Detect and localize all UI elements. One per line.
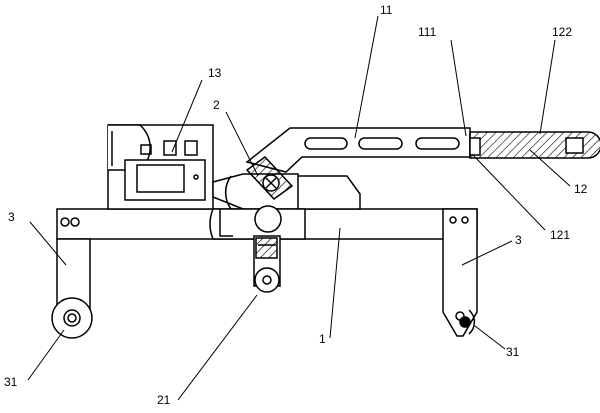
left-wheel (51, 297, 93, 339)
lower-drum-edge (219, 209, 233, 237)
label-2: 2 (213, 98, 220, 112)
pivot-joint (245, 156, 294, 200)
label-13: 13 (208, 66, 222, 80)
label-31-right: 31 (506, 345, 520, 359)
pivot-housing-arc (224, 175, 232, 210)
handle-grip (469, 131, 600, 159)
label-31-left: 31 (4, 375, 18, 389)
right-wheel (459, 309, 476, 335)
label-111: 111 (418, 25, 437, 39)
label-1: 1 (319, 332, 326, 346)
label-12: 12 (574, 182, 588, 196)
label-11: 11 (380, 3, 393, 17)
reference-labels: 11 111 122 13 2 3 3 12 121 1 31 31 21 (4, 3, 588, 407)
label-21: 21 (157, 393, 171, 407)
handle-arm (245, 127, 471, 173)
label-121: 121 (550, 228, 570, 242)
label-122: 122 (552, 25, 572, 39)
leader-lines (27, 15, 571, 401)
lower-roller (253, 205, 282, 293)
control-box (107, 124, 214, 210)
right-leg (442, 208, 478, 337)
label-3-left: 3 (8, 210, 15, 224)
label-3-right: 3 (515, 233, 522, 247)
